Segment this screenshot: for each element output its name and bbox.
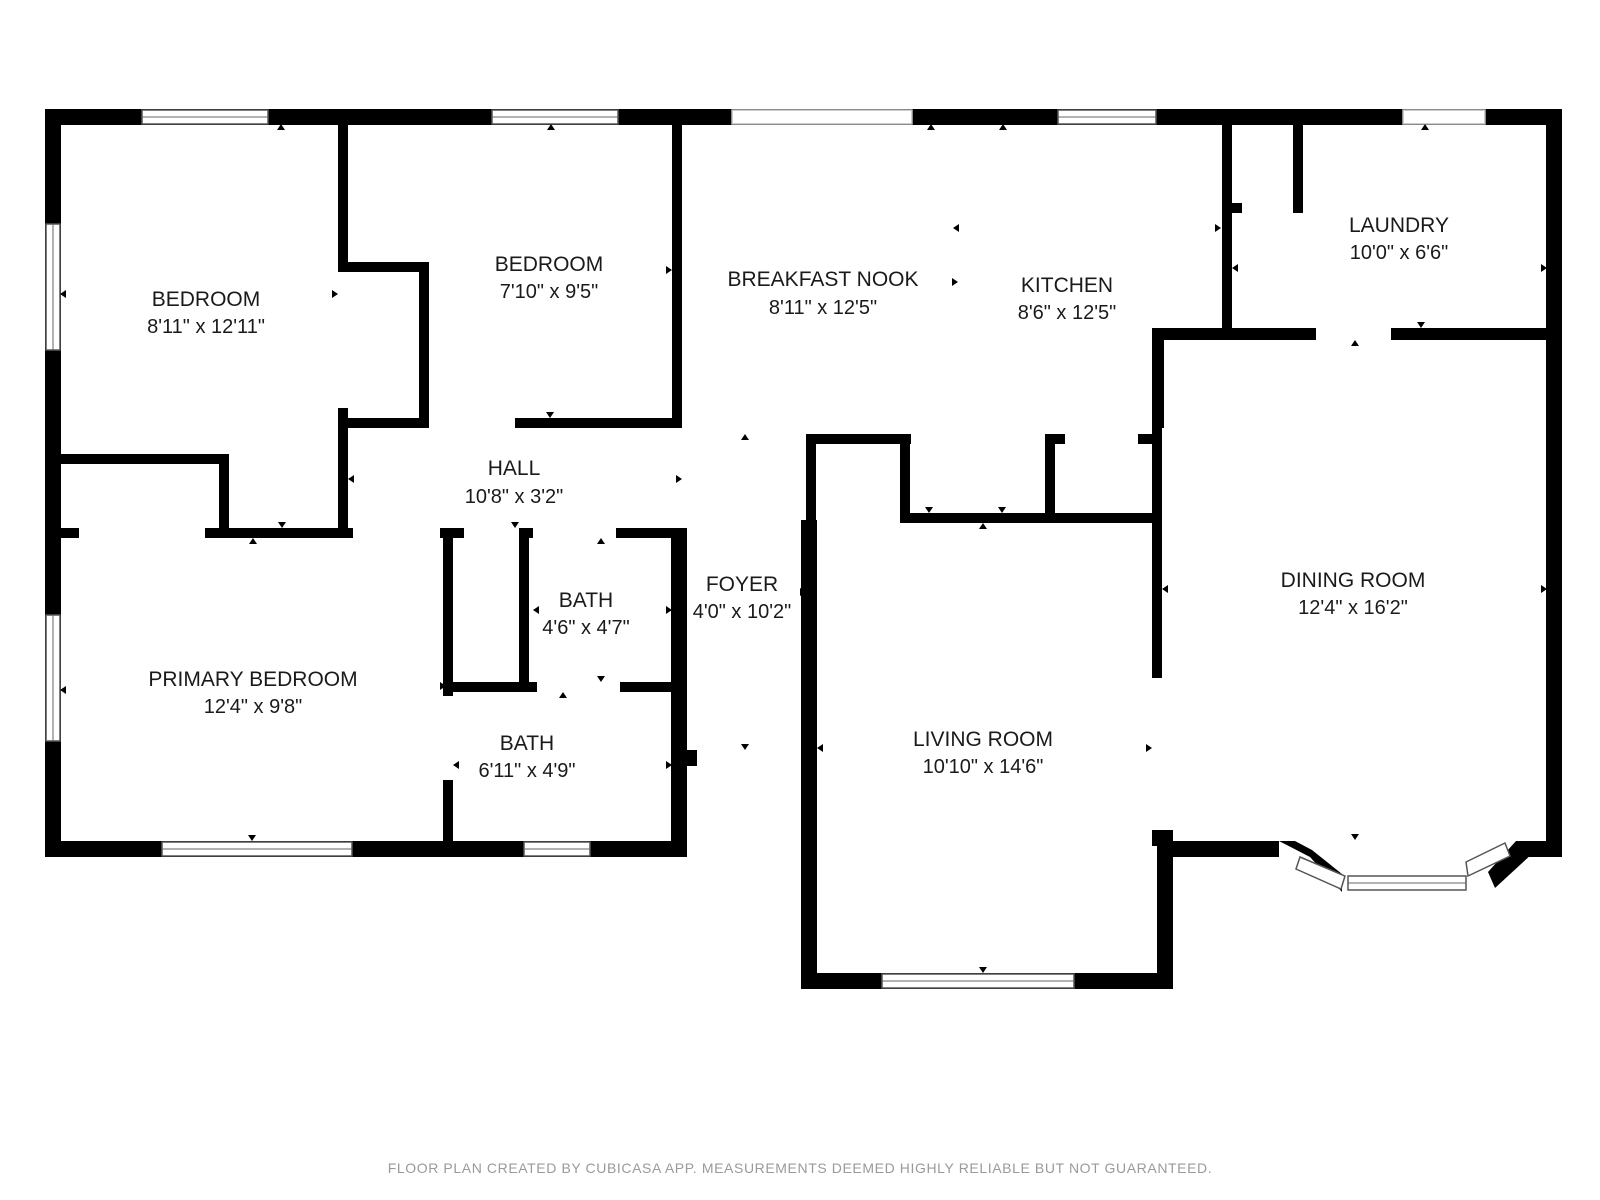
room-living-room: LIVING ROOM 10'10" x 14'6" [913, 728, 1053, 778]
room-name: FOYER [706, 573, 778, 596]
floor-plan-disclaimer: FLOOR PLAN CREATED BY CUBICASA APP. MEAS… [387, 1160, 1213, 1176]
room-name: LIVING ROOM [913, 728, 1053, 751]
window-primary-bedroom-west [45, 614, 61, 742]
window-living-room-south [881, 973, 1075, 989]
room-size: 6'11" x 4'9" [478, 760, 575, 782]
exterior-walls [45, 109, 1562, 989]
bay-window-dining-room [1295, 841, 1511, 891]
room-name: BEDROOM [495, 253, 604, 276]
opening-breakfast-nook-north [731, 109, 913, 125]
room-size: 12'4" x 9'8" [204, 696, 303, 718]
room-bedroom-2: BEDROOM 7'10" x 9'5" [495, 253, 604, 303]
room-size: 7'10" x 9'5" [500, 281, 599, 303]
interior-walls [61, 125, 1562, 857]
room-name: BATH [559, 589, 613, 612]
room-name: LAUNDRY [1349, 214, 1449, 237]
room-size: 8'11" x 12'5" [769, 297, 877, 319]
room-size: 8'11" x 12'11" [147, 316, 265, 338]
room-name: BATH [500, 732, 554, 755]
window-bath-south [523, 841, 591, 857]
window-bedroom-1-west [45, 223, 61, 351]
room-laundry: LAUNDRY 10'0" x 6'6" [1349, 214, 1449, 264]
room-name: KITCHEN [1021, 274, 1113, 297]
room-breakfast-nook: BREAKFAST NOOK 8'11" x 12'5" [728, 268, 919, 319]
room-size: 8'6" x 12'5" [1018, 302, 1117, 324]
opening-laundry-north [1402, 109, 1486, 125]
room-primary-bedroom: PRIMARY BEDROOM 12'4" x 9'8" [148, 668, 357, 718]
window-primary-bedroom-south [161, 841, 353, 857]
room-dining-room: DINING ROOM 12'4" x 16'2" [1281, 569, 1426, 619]
room-size: 10'8" x 3'2" [465, 486, 564, 508]
room-size: 10'10" x 14'6" [923, 756, 1044, 778]
room-bedroom-1: BEDROOM 8'11" x 12'11" [147, 288, 265, 338]
room-hall: HALL 10'8" x 3'2" [465, 457, 564, 508]
room-size: 12'4" x 16'2" [1298, 597, 1408, 619]
window-bedroom-1-north [141, 109, 269, 125]
room-kitchen: KITCHEN 8'6" x 12'5" [1018, 274, 1117, 324]
room-size: 4'6" x 4'7" [542, 617, 629, 639]
room-size: 10'0" x 6'6" [1350, 242, 1449, 264]
room-bath-1: BATH 4'6" x 4'7" [542, 589, 629, 639]
room-name: PRIMARY BEDROOM [148, 668, 357, 691]
window-bedroom-2-north [491, 109, 619, 125]
room-name: BREAKFAST NOOK [728, 268, 919, 291]
room-foyer: FOYER 4'0" x 10'2" [693, 573, 792, 623]
windows [45, 109, 1511, 989]
room-bath-2: BATH 6'11" x 4'9" [478, 732, 575, 782]
room-name: DINING ROOM [1281, 569, 1426, 592]
window-kitchen-north [1057, 109, 1157, 125]
room-name: BEDROOM [152, 288, 261, 311]
room-name: HALL [488, 457, 541, 480]
room-size: 4'0" x 10'2" [693, 601, 792, 623]
opening-markers [60, 124, 1547, 973]
